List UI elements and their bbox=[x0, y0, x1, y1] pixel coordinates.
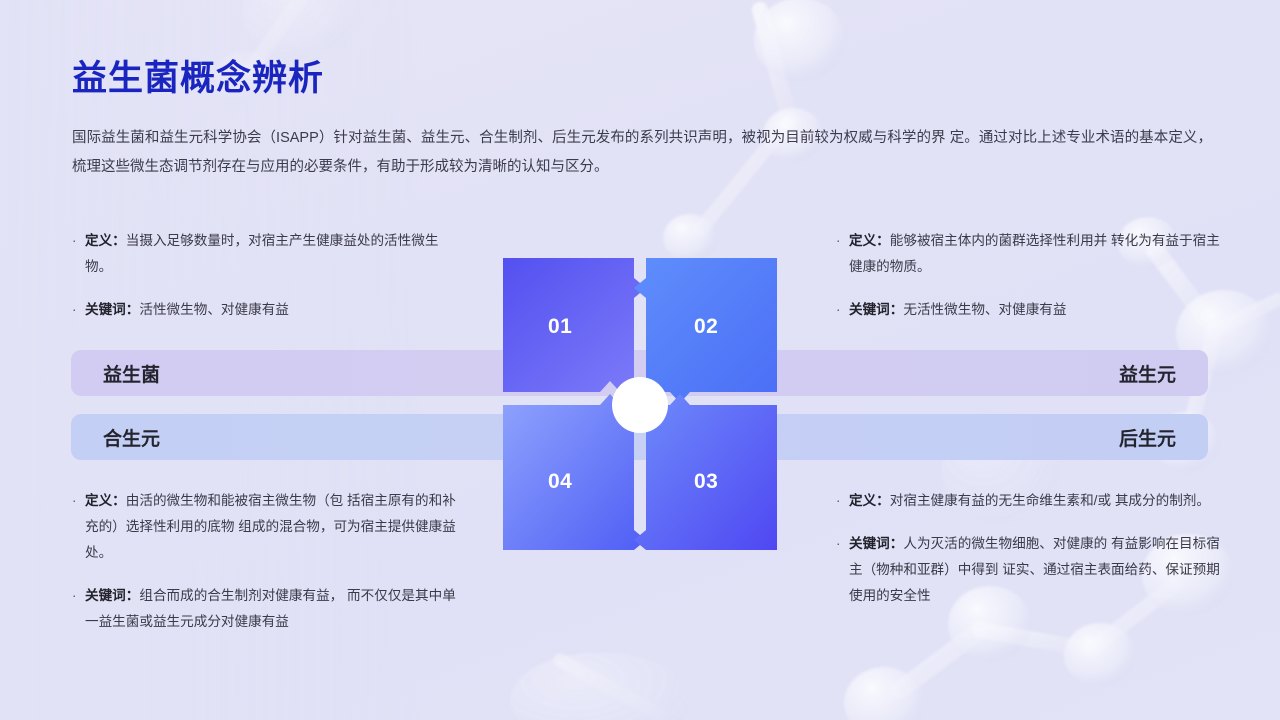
bullet-definition: · 定义：当摄入足够数量时，对宿主产生健康益处的活性微生物。 bbox=[72, 228, 457, 280]
bullet-dot-icon: · bbox=[72, 493, 77, 508]
page-title: 益生菌概念辨析 bbox=[72, 59, 325, 98]
bullets-probiotics: · 定义：当摄入足够数量时，对宿主产生健康益处的活性微生物。 · 关键词：活性微… bbox=[72, 228, 457, 323]
bullet-definition: · 定义：对宿主健康有益的无生命维生素和/或 其成分的制剂。 bbox=[836, 488, 1221, 514]
bullet-keyword: · 关键词：组合而成的合生制剂对健康有益， 而不仅仅是其中单一益生菌或益生元成分… bbox=[72, 583, 457, 635]
bullet-dot-icon: · bbox=[72, 588, 77, 603]
bullet-label: 定义： bbox=[85, 493, 126, 508]
bullet-text: 当摄入足够数量时，对宿主产生健康益处的活性微生物。 bbox=[85, 233, 439, 274]
puzzle-number-03: 03 bbox=[694, 470, 719, 493]
bullet-dot-icon: · bbox=[836, 302, 841, 317]
bullet-text: 组合而成的合生制剂对健康有益， 而不仅仅是其中单一益生菌或益生元成分对健康有益 bbox=[85, 588, 456, 629]
puzzle-number-04: 04 bbox=[548, 470, 573, 493]
puzzle-number-01: 01 bbox=[548, 315, 573, 338]
pill-label-prebiotics: 益生元 bbox=[1118, 364, 1176, 386]
pill-label-probiotics: 益生菌 bbox=[103, 364, 161, 386]
pill-label-postbiotics: 后生元 bbox=[1118, 428, 1176, 450]
bullet-label: 定义： bbox=[85, 233, 126, 248]
bullets-postbiotics: · 定义：对宿主健康有益的无生命维生素和/或 其成分的制剂。 · 关键词：人为灭… bbox=[836, 488, 1221, 609]
puzzle-number-02: 02 bbox=[694, 315, 719, 338]
bullet-label: 关键词： bbox=[849, 536, 904, 551]
pill-label-synbiotics: 合生元 bbox=[103, 428, 161, 450]
bullet-text: 活性微生物、对健康有益 bbox=[139, 302, 289, 317]
bullets-prebiotics: · 定义：能够被宿主体内的菌群选择性利用并 转化为有益于宿主健康的物质。 · 关… bbox=[836, 228, 1221, 323]
bullet-text: 由活的微生物和能被宿主微生物（包 括宿主原有的和补充的）选择性利用的底物 组成的… bbox=[85, 493, 456, 560]
bullet-dot-icon: · bbox=[836, 233, 841, 248]
bullet-keyword: · 关键词：无活性微生物、对健康有益 bbox=[836, 297, 1221, 323]
bullet-label: 关键词： bbox=[85, 588, 140, 603]
bullet-label: 定义： bbox=[849, 233, 890, 248]
bullet-text: 无活性微生物、对健康有益 bbox=[903, 302, 1067, 317]
bullet-text: 对宿主健康有益的无生命维生素和/或 其成分的制剂。 bbox=[889, 493, 1210, 508]
bullet-label: 关键词： bbox=[849, 302, 904, 317]
bullet-definition: · 定义：能够被宿主体内的菌群选择性利用并 转化为有益于宿主健康的物质。 bbox=[836, 228, 1221, 280]
bullet-label: 关键词： bbox=[85, 302, 140, 317]
bullet-dot-icon: · bbox=[836, 536, 841, 551]
bullet-dot-icon: · bbox=[72, 302, 77, 317]
bullet-keyword: · 关键词：人为灭活的微生物细胞、对健康的 有益影响在目标宿主（物种和亚群）中得… bbox=[836, 531, 1221, 609]
bullets-synbiotics: · 定义：由活的微生物和能被宿主微生物（包 括宿主原有的和补充的）选择性利用的底… bbox=[72, 488, 457, 635]
bullet-label: 定义： bbox=[849, 493, 890, 508]
bullet-dot-icon: · bbox=[836, 493, 841, 508]
bullet-definition: · 定义：由活的微生物和能被宿主微生物（包 括宿主原有的和补充的）选择性利用的底… bbox=[72, 488, 457, 566]
center-puzzle-diagram: 01 02 04 03 bbox=[494, 250, 786, 560]
bullet-text: 人为灭活的微生物细胞、对健康的 有益影响在目标宿主（物种和亚群）中得到 证实、通… bbox=[849, 536, 1220, 603]
bullet-dot-icon: · bbox=[72, 233, 77, 248]
intro-paragraph: 国际益生菌和益生元科学协会（ISAPP）针对益生菌、益生元、合生制剂、后生元发布… bbox=[72, 130, 1212, 175]
bullet-keyword: · 关键词：活性微生物、对健康有益 bbox=[72, 297, 457, 323]
bullet-text: 能够被宿主体内的菌群选择性利用并 转化为有益于宿主健康的物质。 bbox=[849, 233, 1220, 274]
